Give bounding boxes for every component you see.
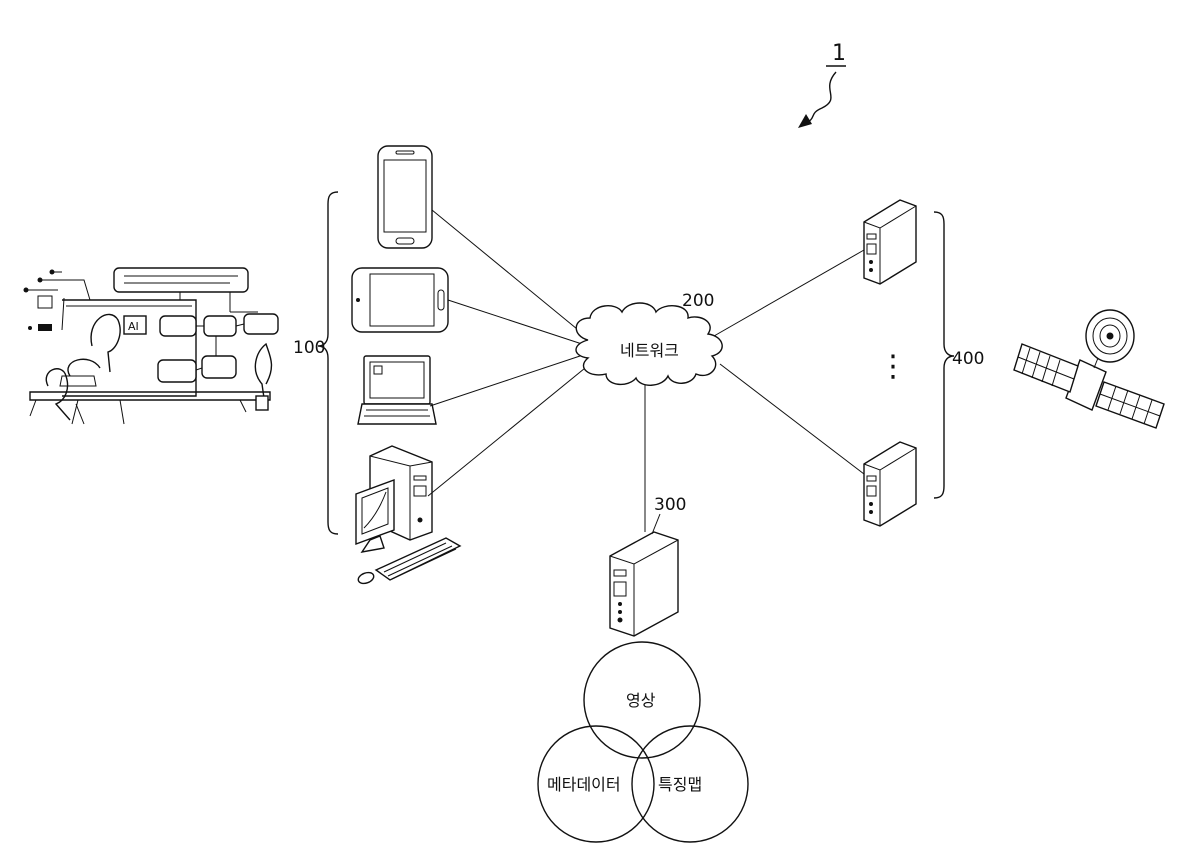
desktop-computer-icon: [356, 446, 460, 585]
ai-workstation-illustration: AI: [24, 268, 279, 424]
leader-arrow: [804, 72, 836, 124]
ref-main-label: 1: [832, 41, 846, 66]
laptop-icon: [358, 356, 436, 424]
venn-label-image: 영상: [626, 691, 656, 710]
ref-main-label-group: 1: [798, 41, 846, 128]
satellite-icon: [1014, 310, 1164, 428]
central-server-icon: 300: [610, 495, 686, 636]
venn-diagram: 영상 메타데이터 특징맵: [538, 642, 748, 842]
server-ellipsis: ⋮: [878, 349, 908, 384]
data-source-server-bottom-icon: [864, 442, 916, 526]
venn-label-metadata: 메타데이터: [547, 775, 621, 794]
network-cloud: 네트워크 200: [576, 291, 722, 385]
venn-label-featuremap: 특징맵: [658, 775, 702, 794]
ref-data-sources-label: 400: [952, 349, 984, 369]
ref-terminals-label: 100: [293, 338, 325, 358]
arrow-head-icon: [798, 114, 812, 128]
ref-server-label: 300: [654, 495, 686, 515]
ref-network-label: 200: [682, 291, 714, 311]
terminals-brace: 100: [293, 192, 338, 534]
ai-badge: AI: [128, 320, 139, 333]
tablet-icon: [352, 268, 448, 332]
smartphone-icon: [378, 146, 432, 248]
data-sources-brace: 400: [934, 212, 984, 498]
network-label: 네트워크: [620, 341, 679, 360]
data-source-server-top-icon: [864, 200, 916, 284]
